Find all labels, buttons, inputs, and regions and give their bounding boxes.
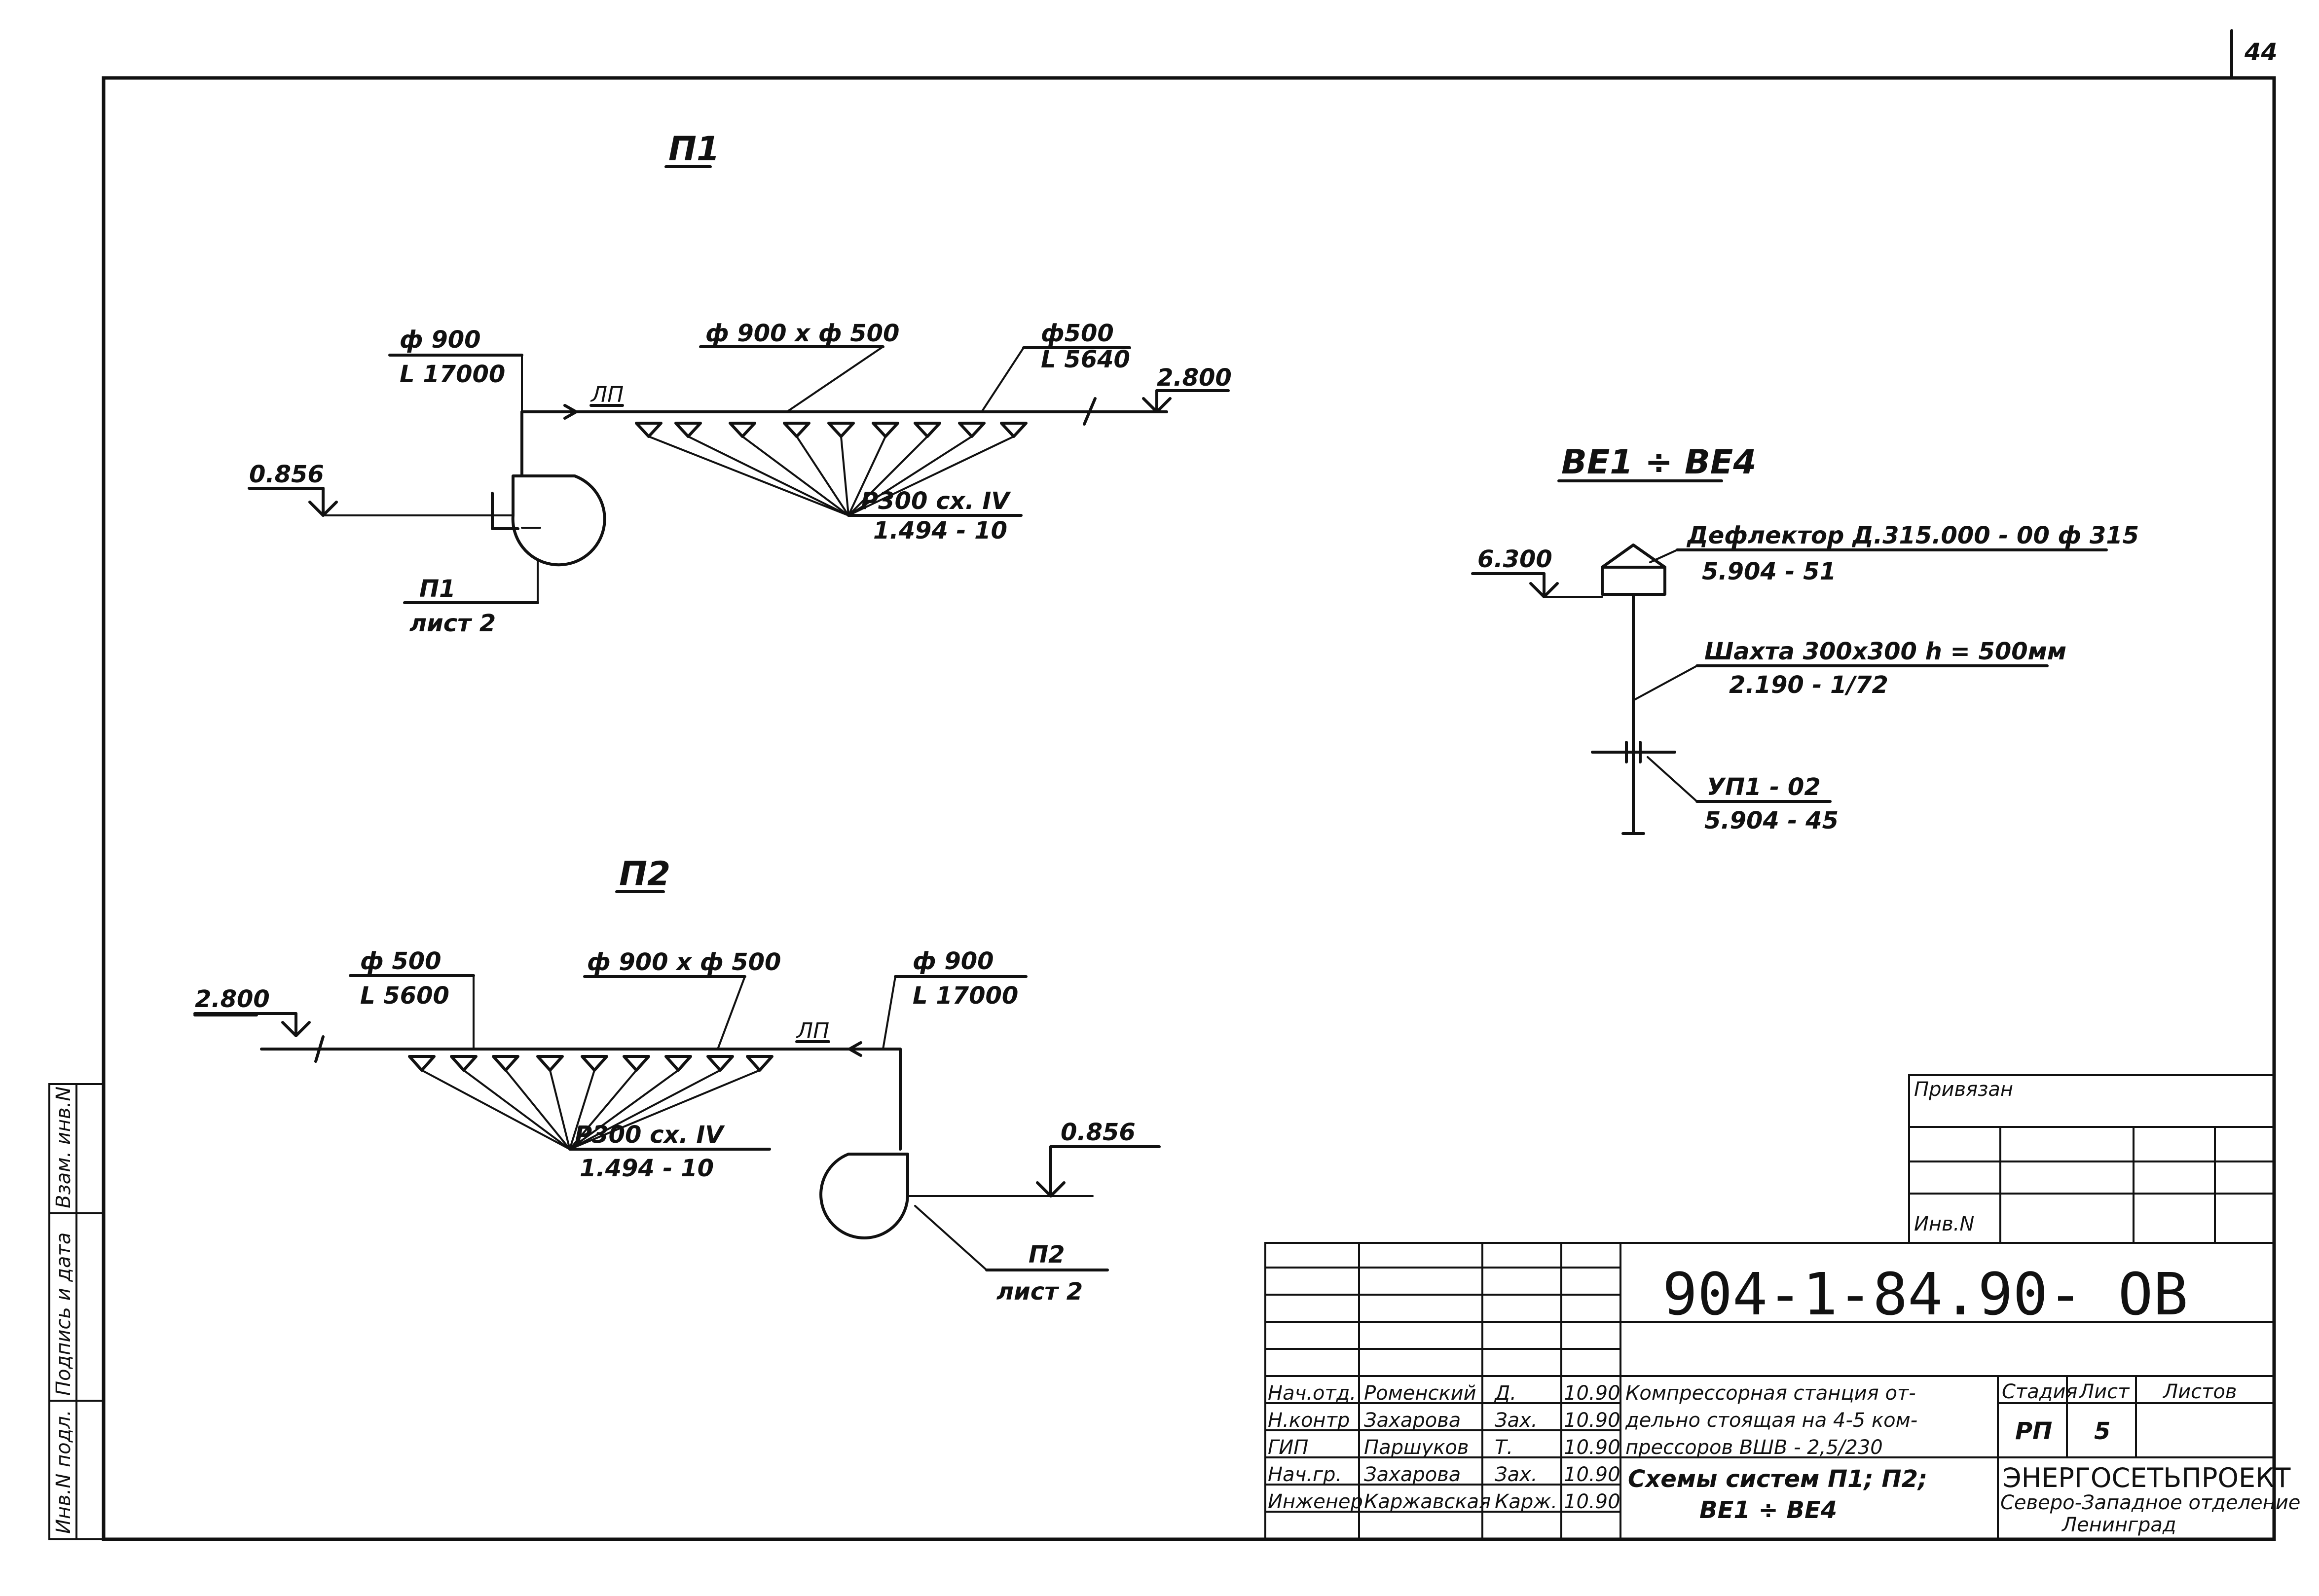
project-desc-1: Компрессорная станция от- — [1625, 1382, 1916, 1405]
project-desc-3: прессоров ВШВ - 2,5/230 — [1625, 1436, 1883, 1459]
sheets-label: Листов — [2162, 1380, 2237, 1403]
sheet-desc-1: Схемы систем П1; П2; — [1628, 1465, 1927, 1493]
p1-transition: ф 900 х ф 500 — [705, 320, 899, 347]
sign-3: Зах. — [1495, 1463, 1538, 1486]
sheet-desc-2: ВЕ1 ÷ ВЕ4 — [1699, 1496, 1837, 1524]
p2-flow-arrow — [848, 1041, 862, 1057]
role-0: Нач.отд. — [1268, 1382, 1356, 1405]
stage-value: РП — [2015, 1417, 2052, 1445]
p2-level-right: 0.856 — [1061, 1119, 1136, 1146]
privyazan-label: Привязан — [1914, 1078, 2013, 1101]
name-1: Захарова — [1364, 1409, 1461, 1432]
title-block: 904-1-84.90- ОВ Нач.отд. Роменский Д. 10… — [1264, 1242, 2300, 1540]
p1-scheme: П1 ЛП ф 900 L 17000 ф 900 х ф 500 ф500 L… — [248, 130, 1232, 637]
deflector-series: 5.904 - 51 — [1702, 558, 1836, 585]
p1-flow-arrow — [563, 404, 578, 420]
name-4: Каржавская — [1364, 1490, 1491, 1513]
document-code: 904-1-84.90- ОВ — [1662, 1260, 2188, 1328]
sheet-value: 5 — [2094, 1417, 2110, 1445]
p1-inlet-length: L 17000 — [400, 361, 505, 388]
p1-grilles: Р300 сх. IV 1.494 - 10 — [635, 422, 1028, 544]
p1-inlet-diameter: ф 900 — [400, 326, 481, 354]
page-number: 44 — [2244, 38, 2278, 66]
sign-4: Карж. — [1495, 1490, 1557, 1513]
p1-end-length: L 5640 — [1041, 346, 1130, 373]
valve-icon — [1591, 741, 1676, 763]
p2-transition: ф 900 х ф 500 — [587, 948, 781, 976]
p2-left-length: L 5600 — [360, 982, 449, 1010]
be-level: 6.300 — [1477, 545, 1552, 573]
date-0: 10.90 — [1564, 1382, 1620, 1405]
name-0: Роменский — [1364, 1382, 1476, 1405]
p2-duct-mark: ЛП — [796, 1018, 829, 1044]
privyazan-inv: Инв.N — [1914, 1213, 1974, 1235]
deflector-name: Дефлектор Д.315.000 - 00 ф 315 — [1686, 522, 2139, 549]
p1-fan-name: П1 — [419, 575, 456, 603]
role-4: Инженер — [1268, 1490, 1363, 1513]
sheet-label: Лист — [2078, 1380, 2130, 1403]
p2-left-diameter: ф 500 — [360, 947, 442, 975]
org-city: Ленинград — [2061, 1514, 2176, 1536]
p1-end-diameter: ф500 — [1041, 320, 1114, 347]
p1-fan-icon — [491, 474, 606, 567]
name-2: Паршуков — [1364, 1436, 1469, 1459]
name-3: Захарова — [1364, 1463, 1461, 1486]
p2-scheme: П2 ЛП 2.800 ф 500 L 5600 ф 900 х ф 500 ф… — [193, 855, 1161, 1306]
p1-title: П1 — [668, 130, 720, 169]
date-4: 10.90 — [1564, 1490, 1620, 1513]
p2-level-left: 2.800 — [195, 985, 270, 1013]
p1-grille-name: Р300 сх. IV — [861, 487, 1011, 515]
sign-2: Т. — [1495, 1436, 1513, 1459]
privyazan-block: Привязан Инв.N — [1908, 1074, 2275, 1244]
sign-0: Д. — [1494, 1382, 1516, 1405]
drawing-frame — [102, 76, 2276, 1541]
org-name: ЭНЕРГОСЕТЬПРОЕКТ — [2003, 1462, 2291, 1493]
shaft-name: Шахта 300х300 h = 500мм — [1704, 638, 2066, 665]
date-3: 10.90 — [1564, 1463, 1620, 1486]
p1-duct-mark: ЛП — [590, 382, 624, 407]
p1-level-left: 0.856 — [249, 461, 324, 488]
p1-level-right: 2.800 — [1157, 364, 1232, 392]
deflector-icon — [1601, 544, 1666, 596]
be-scheme: ВЕ1 ÷ ВЕ4 6.300 Дефлектор Д.315.000 - 00… — [1471, 443, 2139, 835]
p2-fan-sheet: лист 2 — [996, 1278, 1083, 1306]
p2-right-diameter: ф 900 — [913, 947, 994, 975]
p1-end-tick — [1083, 397, 1097, 426]
role-3: Нач.гр. — [1268, 1463, 1342, 1486]
date-2: 10.90 — [1564, 1436, 1620, 1459]
project-desc-2: дельно стоящая на 4-5 ком- — [1625, 1409, 1917, 1432]
side-stamp: Инв.N подл. Подпись и дата Взам. инв.N — [48, 1083, 105, 1540]
valve-series: 5.904 - 45 — [1704, 807, 1839, 834]
side-stamp-inv: Инв.N подл. — [52, 1410, 75, 1534]
p1-fan-sheet: лист 2 — [409, 610, 496, 637]
org-branch: Северо-Западное отделение — [2000, 1491, 2300, 1514]
p2-grille-series: 1.494 - 10 — [580, 1155, 714, 1182]
p1-grille-series: 1.494 - 10 — [873, 517, 1007, 544]
sign-1: Зах. — [1495, 1409, 1538, 1432]
stage-label: Стадия — [2002, 1380, 2077, 1403]
side-stamp-sign: Подпись и дата — [52, 1233, 75, 1396]
p2-fan-name: П2 — [1029, 1241, 1065, 1269]
p2-fan-icon — [819, 1153, 909, 1239]
valve-name: УП1 - 02 — [1707, 773, 1821, 801]
p2-title: П2 — [619, 855, 670, 894]
role-2: ГИП — [1268, 1436, 1308, 1459]
date-1: 10.90 — [1564, 1409, 1620, 1432]
shaft-series: 2.190 - 1/72 — [1729, 671, 1888, 699]
p2-right-length: L 17000 — [913, 982, 1018, 1010]
be-title: ВЕ1 ÷ ВЕ4 — [1561, 443, 1757, 482]
p2-grilles: Р300 сх. IV 1.494 - 10 — [408, 1055, 773, 1182]
role-1: Н.контр — [1268, 1409, 1350, 1432]
side-stamp-replace: Взам. инв.N — [52, 1087, 75, 1208]
p2-grille-name: Р300 сх. IV — [575, 1121, 725, 1149]
